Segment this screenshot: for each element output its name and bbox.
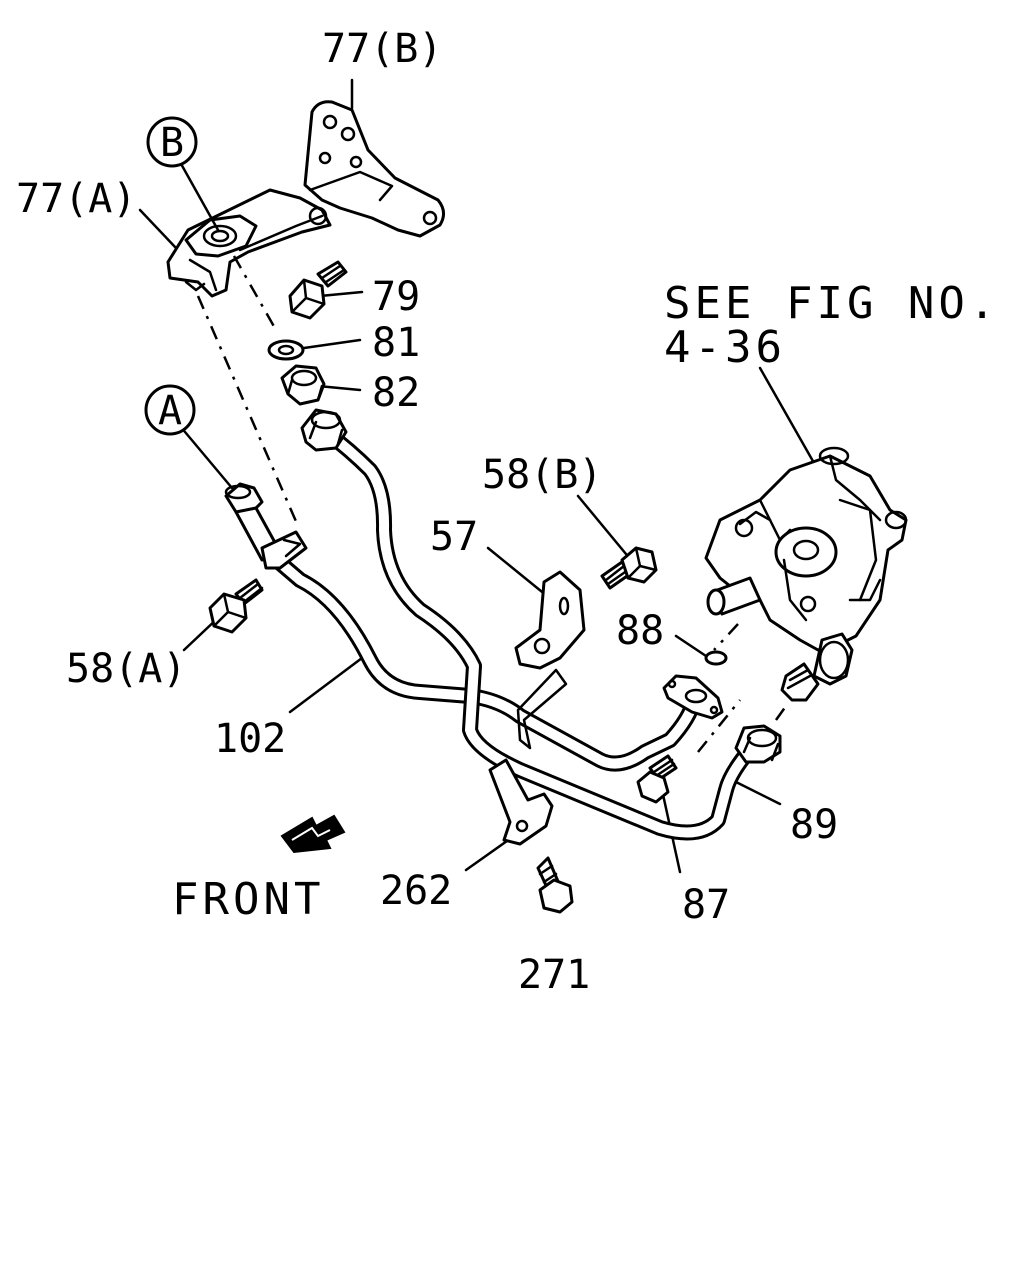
- ref-circle-b: B: [146, 116, 198, 168]
- callout-82: 82: [372, 370, 420, 416]
- nut-82: [280, 364, 326, 406]
- pipe-fitting-top: [300, 408, 348, 452]
- bracket-57: [514, 570, 586, 750]
- washer-81: [267, 339, 305, 361]
- see-fig-line1: SEE FIG NO.: [664, 278, 999, 329]
- callout-262: 262: [380, 868, 452, 914]
- callout-57: 57: [430, 514, 478, 560]
- bracket-77b: [303, 100, 445, 238]
- callout-81: 81: [372, 320, 420, 366]
- front-arrow: [280, 814, 346, 854]
- callout-79: 79: [372, 274, 420, 320]
- callout-87: 87: [682, 882, 730, 928]
- bolt-58a: [208, 578, 264, 634]
- ref-a-label: A: [158, 388, 182, 434]
- alignment-lines: [196, 255, 788, 753]
- pipe-89: [318, 424, 756, 841]
- front-label: FRONT: [172, 874, 324, 925]
- callout-58a: 58(A): [66, 646, 186, 692]
- callout-58b: 58(B): [482, 452, 602, 498]
- callout-77b: 77(B): [322, 26, 442, 72]
- bolt-58b: [600, 546, 658, 590]
- bolt-87: [636, 754, 678, 804]
- callout-89: 89: [790, 802, 838, 848]
- ref-circle-a: A: [144, 384, 196, 436]
- hose-joint-a: [224, 482, 308, 570]
- leader-lines: [138, 78, 820, 874]
- callout-271: 271: [518, 952, 590, 998]
- pipe-102: [264, 548, 702, 772]
- ref-b-label: B: [160, 120, 184, 166]
- pump-assembly: [704, 446, 908, 702]
- bolt-271: [536, 856, 574, 914]
- flange-102: [662, 674, 724, 720]
- callout-77a: 77(A): [16, 176, 136, 222]
- bracket-77a: [166, 188, 332, 298]
- bolt-79: [288, 260, 348, 320]
- callout-102: 102: [214, 716, 286, 762]
- pipe-fitting-89: [734, 724, 782, 764]
- o-ring-88: [704, 650, 728, 666]
- callout-88: 88: [616, 608, 664, 654]
- bracket-262: [488, 758, 554, 846]
- see-fig-line2: 4-36: [664, 322, 786, 373]
